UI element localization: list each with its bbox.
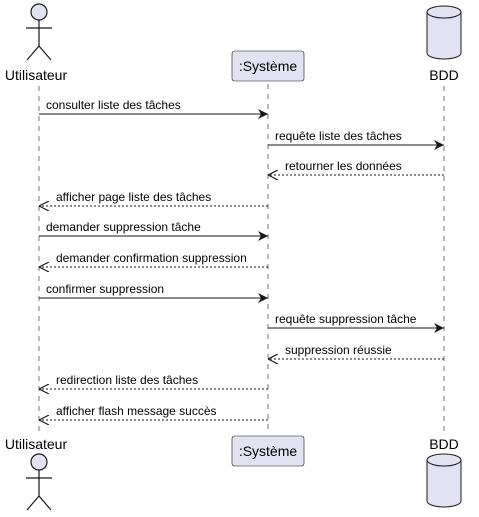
system-label-bottom: :Système <box>239 443 298 459</box>
message: afficher flash message succès <box>39 404 268 420</box>
database-bottom: BDD <box>426 436 462 508</box>
actor-bottom: Utilisateur <box>5 436 68 511</box>
message: demander suppression tâche <box>39 220 268 241</box>
database-cylinder-icon <box>426 453 462 508</box>
database-label-bottom: BDD <box>429 436 459 452</box>
message-label: demander suppression tâche <box>46 220 201 234</box>
database-top: BDD <box>426 5 462 83</box>
message-label: afficher page liste des tâches <box>56 190 211 204</box>
stick-figure-icon <box>26 453 52 511</box>
message: suppression réussie <box>268 343 444 359</box>
message: requête suppression tâche <box>268 312 444 333</box>
message: retourner les données <box>268 159 444 175</box>
message-label: confirmer suppression <box>46 282 164 296</box>
stick-figure-icon <box>26 3 52 61</box>
message: demander confirmation suppression <box>39 251 268 267</box>
message-label: redirection liste des tâches <box>56 373 198 387</box>
message-label: demander confirmation suppression <box>56 251 247 265</box>
message: redirection liste des tâches <box>39 373 268 389</box>
database-label-top: BDD <box>429 67 459 83</box>
message: afficher page liste des tâches <box>39 190 268 206</box>
message-label: requête liste des tâches <box>275 129 402 143</box>
actor-label-bottom: Utilisateur <box>5 436 68 452</box>
actor-label-top: Utilisateur <box>5 67 68 83</box>
database-cylinder-icon <box>426 5 462 60</box>
message-label: requête suppression tâche <box>275 312 417 326</box>
actor-top: Utilisateur <box>5 3 68 83</box>
message: confirmer suppression <box>39 282 268 303</box>
system-participant-top: :Système <box>231 50 305 82</box>
messages: consulter liste des tâches requête liste … <box>39 98 444 420</box>
message: requête liste des tâches <box>268 129 444 150</box>
message-label: retourner les données <box>285 159 402 173</box>
message-label: suppression réussie <box>285 343 392 357</box>
system-participant-bottom: :Système <box>231 435 305 467</box>
lifelines <box>38 84 445 436</box>
message-label: consulter liste des tâches <box>46 98 181 112</box>
system-label-top: :Système <box>239 58 298 74</box>
message-label: afficher flash message succès <box>56 404 217 418</box>
message: consulter liste des tâches <box>39 98 268 119</box>
